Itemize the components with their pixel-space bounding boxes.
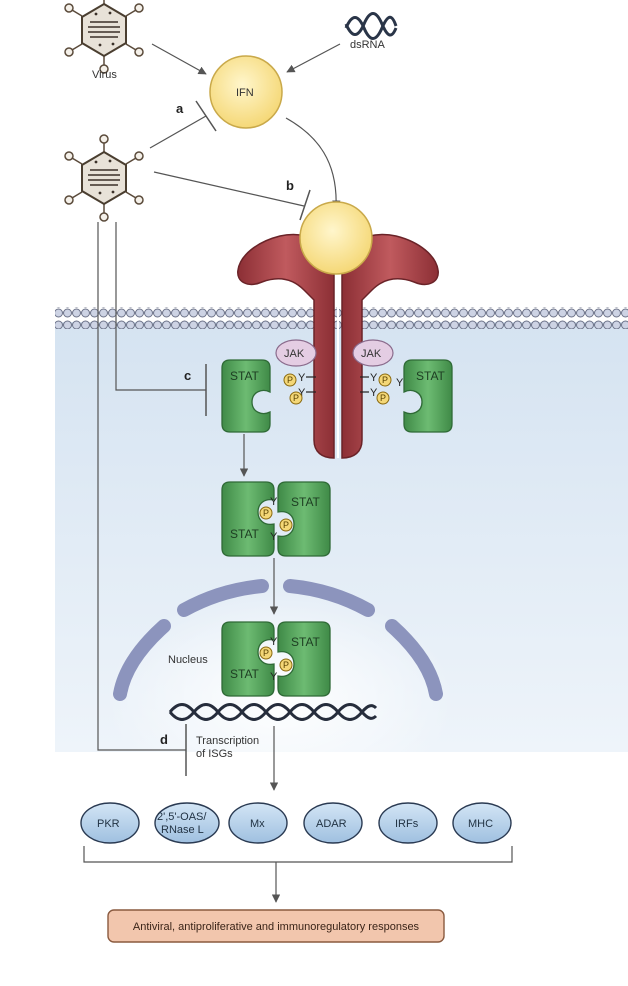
stat-right-label: STAT xyxy=(416,369,446,383)
inhibition-b-bar xyxy=(299,189,311,221)
ifn-molecule xyxy=(209,55,283,129)
genes-bracket xyxy=(83,846,513,863)
phosphate-label: P xyxy=(380,393,386,403)
gene-irfs-label: IRFs xyxy=(395,818,419,830)
gene-adar: ADAR xyxy=(303,802,363,844)
stat-right-monomer xyxy=(403,359,453,433)
phosphate-icon xyxy=(289,391,303,405)
phosphate-icon xyxy=(259,646,273,660)
gene-mx: Mx xyxy=(228,802,288,844)
ifn-receptor xyxy=(237,233,439,459)
tyrosine-mark: Y xyxy=(270,496,278,508)
tyrosine-mark: Y xyxy=(370,387,378,399)
tyrosine-mark: Y xyxy=(298,387,306,399)
gene-oas-label-line2: RNase L xyxy=(161,824,204,836)
panel-letter-c: c xyxy=(184,368,191,383)
inhibition-c-line xyxy=(115,222,206,391)
panel-letter-b: b xyxy=(286,178,294,193)
virus-to-ifn-arrow xyxy=(151,43,207,75)
phosphate-label: P xyxy=(283,520,289,530)
gene-pkr-label: PKR xyxy=(97,818,120,830)
gene-adar-label: ADAR xyxy=(316,818,347,830)
inhibition-b-line xyxy=(153,171,305,207)
virus-second-icon xyxy=(64,134,144,222)
phosphate-icon xyxy=(283,373,297,387)
virus-label: Virus xyxy=(92,69,117,81)
tyrosine-mark: Y xyxy=(270,671,278,683)
phosphate-label: P xyxy=(283,660,289,670)
tyrosine-mark: Y xyxy=(396,377,404,389)
gene-oas-label-line1: 2',5'-OAS/ xyxy=(157,811,207,823)
stat-label: STAT xyxy=(291,495,321,509)
dsrna-label: dsRNA xyxy=(350,39,386,51)
phosphate-label: P xyxy=(263,508,269,518)
phosphate-icon xyxy=(378,373,392,387)
jak-left xyxy=(275,339,317,367)
stat-left-monomer xyxy=(221,359,271,433)
virus-top-icon xyxy=(64,0,144,74)
phosphate-icon xyxy=(279,658,293,672)
tyrosine-mark: Y xyxy=(270,531,278,543)
receptor-left-phospho-group: Y Y P P xyxy=(283,372,316,405)
phosphate-label: P xyxy=(263,648,269,658)
dna-helix-icon xyxy=(168,703,378,721)
dsrna-to-ifn-arrow xyxy=(286,43,341,73)
stat-dimer-cytoplasm: STAT STAT P P Y Y xyxy=(221,481,331,557)
response-label: Antiviral, antiproliferative and immunor… xyxy=(133,921,420,933)
ifn-to-receptor-arrow xyxy=(285,117,341,209)
gene-pkr: PKR xyxy=(80,802,140,844)
stat-dimer-nucleus: STAT STAT P P Y Y xyxy=(221,621,331,697)
stat-label: STAT xyxy=(291,635,321,649)
gene-mhc: MHC xyxy=(452,802,512,844)
phosphate-label: P xyxy=(287,375,293,385)
dsrna-icon xyxy=(344,12,398,40)
ifn-bound-molecule xyxy=(299,201,373,275)
inhibition-a-bar xyxy=(195,100,217,132)
transcription-label-line1: Transcription xyxy=(196,735,259,747)
ifn-label: IFN xyxy=(236,87,254,99)
stat-label: STAT xyxy=(230,667,260,681)
gene-mx-label: Mx xyxy=(250,818,265,830)
panel-letter-a: a xyxy=(176,101,184,116)
inhibition-d-line xyxy=(97,222,186,751)
jak-right xyxy=(352,339,394,367)
nucleus-glow xyxy=(105,590,455,810)
inhibition-a-line xyxy=(149,115,207,149)
phosphate-icon xyxy=(376,391,390,405)
panel-letter-d: d xyxy=(160,732,168,747)
gene-oas-rnasel: 2',5'-OAS/ RNase L xyxy=(154,802,220,844)
gene-mhc-label: MHC xyxy=(468,818,493,830)
transcription-label-line2: of ISGs xyxy=(196,748,233,760)
nuclear-envelope xyxy=(113,579,443,701)
response-box xyxy=(107,909,445,943)
phosphate-label: P xyxy=(382,375,388,385)
phosphate-icon xyxy=(279,518,293,532)
stat-label: STAT xyxy=(230,527,260,541)
jak-right-label: JAK xyxy=(361,348,382,360)
phosphate-icon xyxy=(259,506,273,520)
stat-left-label: STAT xyxy=(230,369,260,383)
phosphate-label: P xyxy=(293,393,299,403)
tyrosine-mark: Y xyxy=(270,636,278,648)
tyrosine-mark: Y xyxy=(298,372,306,384)
gene-irfs: IRFs xyxy=(378,802,438,844)
jak-left-label: JAK xyxy=(284,348,305,360)
tyrosine-mark: Y xyxy=(370,372,378,384)
receptor-right-phospho-group: Y Y Y P P xyxy=(360,372,404,405)
nucleus-label: Nucleus xyxy=(168,654,208,666)
